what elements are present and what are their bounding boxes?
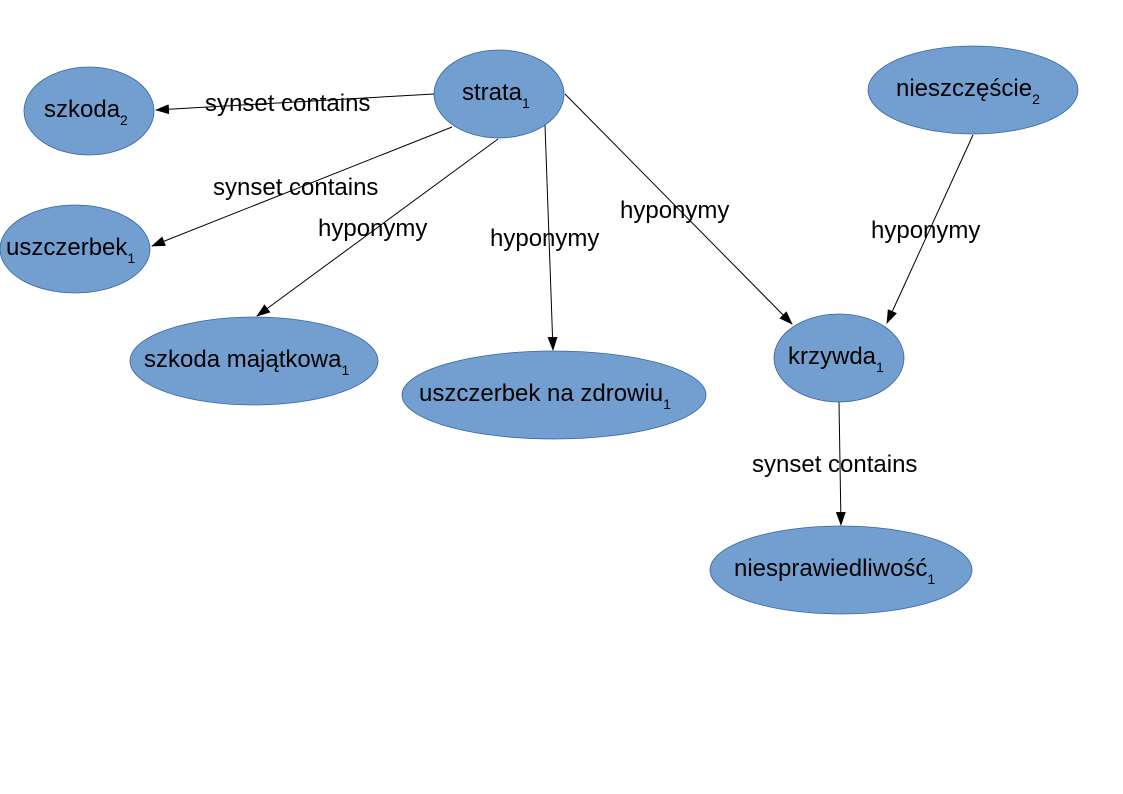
- edge-line: [886, 134, 974, 324]
- edge-label: hyponymy: [620, 197, 729, 224]
- node-szkoda-majatkowa[interactable]: szkoda majątkowa1: [129, 316, 379, 406]
- edge-strata-szkoda: synset contains: [155, 90, 435, 117]
- edge-line: [256, 138, 499, 317]
- node-label: szkoda majątkowa1: [144, 346, 349, 378]
- node-shape: [709, 525, 973, 615]
- node-shape: [867, 45, 1079, 135]
- node-strata[interactable]: strata1: [433, 49, 565, 139]
- node-shape: [0, 204, 151, 294]
- edge-strata-szkoda-majatkowa: hyponymy: [256, 138, 499, 317]
- node-label: niesprawiedliwość1: [734, 555, 935, 587]
- nodes: strata1 szkoda2 uszczerbek1 szkoda mająt…: [0, 45, 1079, 615]
- edge-line: [835, 401, 846, 526]
- node-label: szkoda2: [44, 96, 128, 128]
- edge-line: [544, 124, 558, 351]
- node-uszczerbek-na-zdrowiu[interactable]: uszczerbek na zdrowiu1: [401, 350, 707, 440]
- edge-krzywda-niesprawiedliwosc: synset contains: [752, 401, 917, 526]
- edges: synset contains synset contains hyponymy…: [151, 90, 980, 526]
- edge-line: [564, 93, 793, 325]
- edge-strata-krzywda: hyponymy: [564, 93, 793, 325]
- edge-label: hyponymy: [318, 215, 427, 242]
- edge-label: synset contains: [213, 174, 378, 201]
- node-shape: [401, 350, 707, 440]
- node-label: strata1: [462, 79, 530, 111]
- edge-strata-uszczerbek: synset contains: [151, 126, 453, 247]
- node-uszczerbek[interactable]: uszczerbek1: [0, 204, 151, 294]
- edge-label: synset contains: [205, 90, 370, 117]
- node-shape: [433, 49, 565, 139]
- edge-label: synset contains: [752, 451, 917, 478]
- node-label: uszczerbek1: [6, 234, 135, 266]
- node-shape: [773, 313, 905, 403]
- node-szkoda[interactable]: szkoda2: [23, 66, 155, 156]
- node-label: nieszczęście2: [896, 75, 1040, 107]
- node-nieszczescie[interactable]: nieszczęście2: [867, 45, 1079, 135]
- node-label: krzywda1: [788, 343, 884, 375]
- node-shape: [129, 316, 379, 406]
- edge-label: hyponymy: [871, 217, 980, 244]
- edge-nieszczescie-krzywda: hyponymy: [871, 134, 980, 324]
- edge-label: hyponymy: [490, 225, 599, 252]
- node-niesprawiedliwosc[interactable]: niesprawiedliwość1: [709, 525, 973, 615]
- node-krzywda[interactable]: krzywda1: [773, 313, 905, 403]
- edge-line: [155, 93, 435, 115]
- node-shape: [23, 66, 155, 156]
- edge-strata-uszczerbek-na-zdrowiu: hyponymy: [490, 124, 599, 351]
- edge-line: [151, 126, 453, 247]
- node-label: uszczerbek na zdrowiu1: [419, 380, 671, 412]
